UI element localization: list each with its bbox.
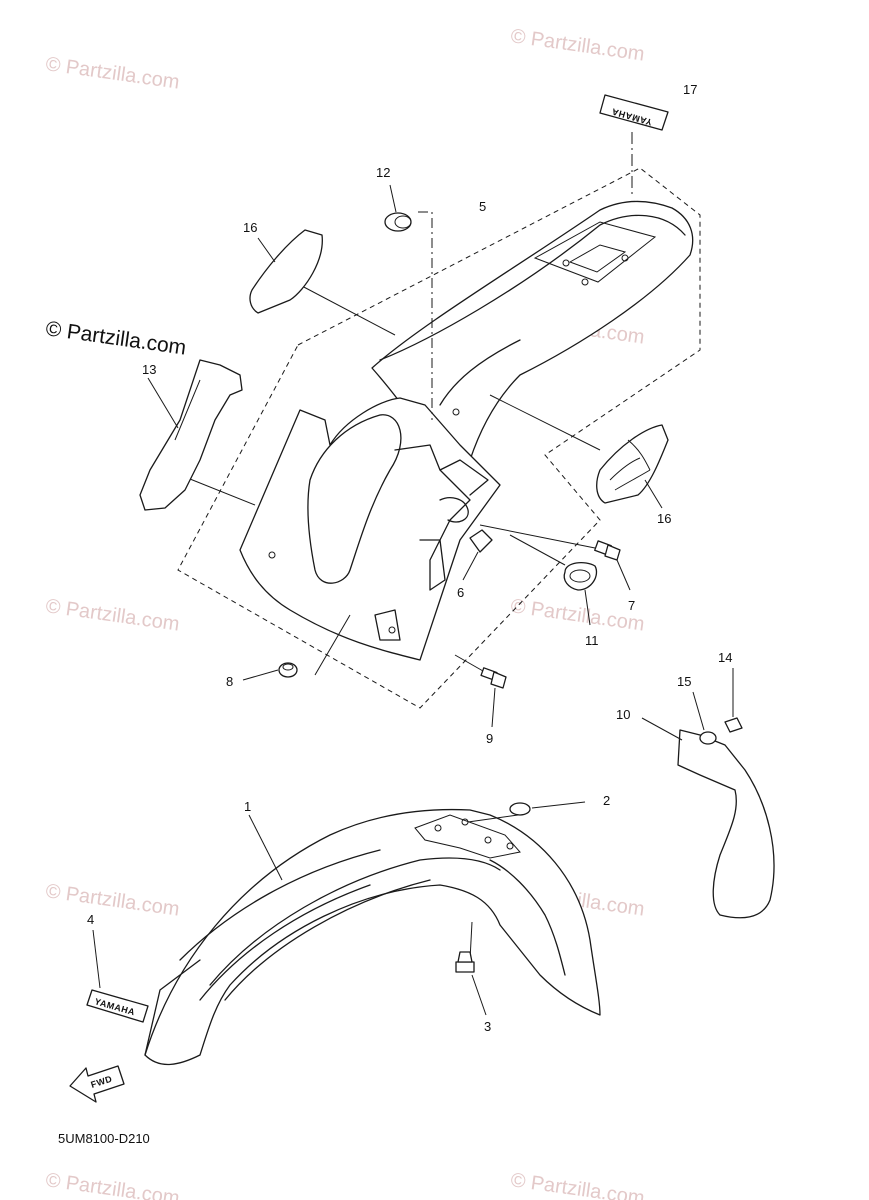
- watermark: © Partzilla.com: [44, 880, 181, 921]
- part-3-bolt: [455, 921, 487, 1016]
- fwd-arrow-icon: FWD: [69, 1065, 125, 1103]
- rear-fender-assembly-outline: [177, 167, 701, 709]
- part-9-bolt: [480, 667, 507, 728]
- part-10-mud-flap: [641, 717, 775, 919]
- callout-16-right: 16: [657, 511, 671, 526]
- callout-1: 1: [244, 799, 251, 814]
- part-6-clip: [462, 529, 493, 581]
- watermark: © Partzilla.com: [44, 1169, 181, 1200]
- watermark: © Partzilla.com: [44, 595, 181, 636]
- callout-12: 12: [376, 165, 390, 180]
- part-8-collar: [242, 662, 298, 681]
- part-1-front-fender: [144, 808, 601, 1066]
- part-13-plate: [139, 359, 243, 511]
- callout-10: 10: [616, 707, 630, 722]
- part-15-washer: [692, 691, 717, 745]
- watermark: © Partzilla.com: [44, 53, 181, 94]
- part-2-grommet: [509, 801, 586, 816]
- part-16-left-graphic: [249, 229, 323, 314]
- callout-8: 8: [226, 674, 233, 689]
- callout-3: 3: [484, 1019, 491, 1034]
- watermark: © Partzilla.com: [509, 1169, 646, 1200]
- callout-17: 17: [683, 82, 697, 97]
- callout-15: 15: [677, 674, 691, 689]
- callout-6: 6: [457, 585, 464, 600]
- part-16-right-graphic: [596, 424, 669, 509]
- callout-7: 7: [628, 598, 635, 613]
- leader-lines-upper: [179, 132, 633, 676]
- part-14-screw: [724, 668, 743, 733]
- callout-labels: 17 12 5 16 13 16 6 7 11 14 8 15 10 9 2 1…: [87, 82, 732, 1034]
- callout-14: 14: [718, 650, 732, 665]
- callout-11: 11: [585, 633, 599, 648]
- callout-2: 2: [603, 793, 610, 808]
- part-7-bolt: [594, 540, 631, 591]
- callout-13: 13: [142, 362, 156, 377]
- callout-9: 9: [486, 731, 493, 746]
- inner-fender: [239, 397, 501, 661]
- part-17-yamaha-decal: YAMAHA: [599, 94, 669, 131]
- part-12-grommet: [384, 184, 412, 232]
- watermark: © Partzilla.com: [509, 25, 646, 66]
- watermark-bold: © Partzilla.com: [44, 317, 187, 359]
- part-4-yamaha-decal: YAMAHA: [86, 929, 149, 1023]
- callout-16-left: 16: [243, 220, 257, 235]
- diagram-code: 5UM8100-D210: [58, 1131, 150, 1146]
- callout-4: 4: [87, 912, 94, 927]
- watermark: © Partzilla.com: [509, 595, 646, 636]
- part-11-grommet: [563, 561, 598, 626]
- callout-5: 5: [479, 199, 486, 214]
